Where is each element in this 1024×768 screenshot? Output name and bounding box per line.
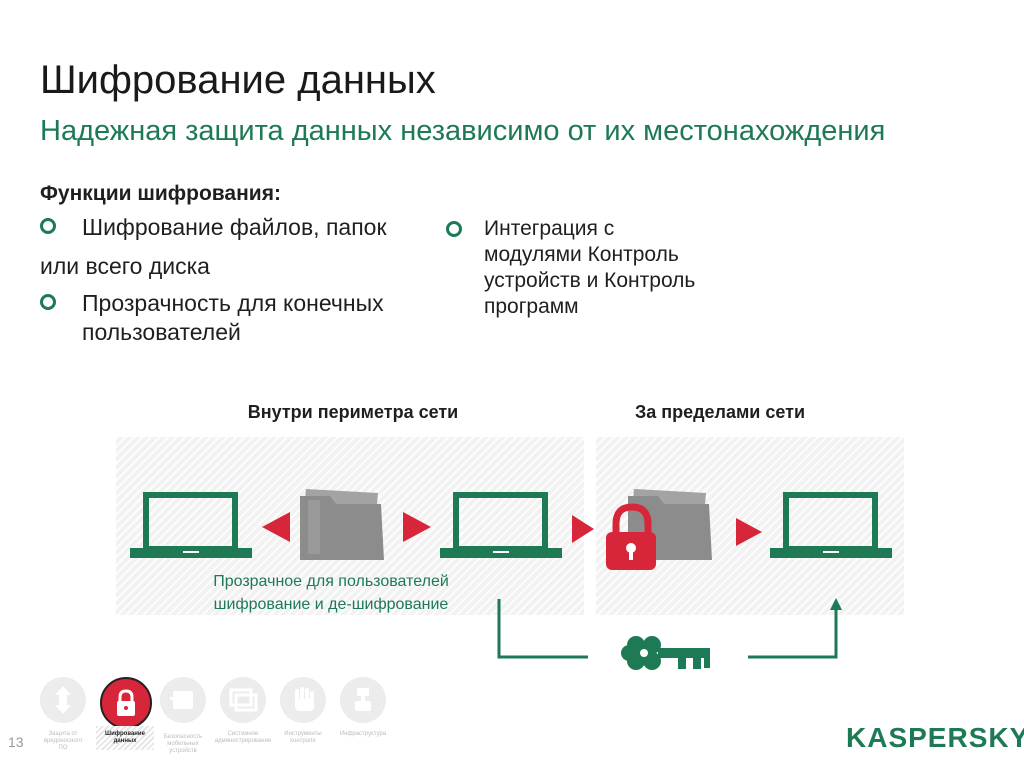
arrow-right-icon: [736, 518, 762, 546]
bullet-ring-icon: [40, 218, 56, 234]
nav-label-line: Инструменты: [284, 731, 322, 737]
page-subtitle: Надежная защита данных независимо от их …: [40, 115, 886, 147]
nav-antimalware-button[interactable]: [40, 677, 86, 723]
logo-text: KASPERSKY: [846, 722, 1024, 753]
page-title: Шифрование данных: [40, 58, 436, 102]
nav-label-line: устройств: [169, 748, 197, 754]
nav-encryption-button[interactable]: [100, 677, 152, 729]
feature-item-2-line1: Прозрачность для конечных: [82, 290, 384, 316]
mobile-icon: [170, 691, 193, 709]
nav-label-line: ПО: [58, 745, 68, 751]
nav-label-line: Защита от вредоносного: [43, 731, 83, 744]
page-number: 13: [8, 734, 24, 750]
nav-control-label: Инструменты контроля: [273, 731, 333, 745]
nav-infrastructure-label: Инфраструктура: [333, 731, 393, 738]
laptop-icon: [770, 492, 892, 558]
features-heading: Функции шифрования:: [40, 182, 281, 205]
nav-control-button[interactable]: [280, 677, 326, 723]
feature-item-1-line1: Шифрование файлов, папок: [82, 214, 387, 240]
inside-perimeter-label: Внутри периметра сети: [247, 402, 459, 422]
feature-item-3: Интеграция с модулями Контроль устройств…: [484, 216, 695, 320]
folder-icon: [300, 489, 384, 560]
nav-mobile-label: Безопасность мобильных устройств: [153, 734, 213, 755]
padlock-icon: [606, 503, 656, 570]
arrow-right-icon: [572, 515, 594, 543]
hand-icon: [295, 687, 314, 711]
nav-sysadmin-button[interactable]: [220, 677, 266, 723]
connector-line: [748, 607, 838, 659]
lock-icon: [117, 689, 135, 716]
nav-sysadmin-label: Системное администрирование: [213, 731, 273, 745]
arrow-up-icon: [830, 598, 842, 610]
nav-antimalware-label: Защита от вредоносного ПО: [33, 731, 93, 752]
feature-item-3-line: устройств и Контроль: [484, 269, 696, 292]
nav-active-marker: [96, 726, 154, 750]
kaspersky-logo: KASPERSKY lab: [846, 722, 1024, 756]
nav-label-line: администрирование: [214, 738, 272, 744]
nav-label-line: Шифрование: [105, 731, 145, 737]
laptop-icon: [130, 492, 252, 558]
caption-line: шифрование и де-шифрование: [213, 596, 449, 613]
encryption-caption: Прозрачное для пользователей шифрование …: [186, 570, 476, 616]
nav-label-line: Инфраструктура: [339, 731, 387, 737]
nav-label-line: Системное: [227, 731, 259, 737]
feature-item-3-line: программ: [484, 295, 579, 318]
key-icon: [621, 636, 710, 670]
nav-label-line: мобильных: [167, 741, 199, 747]
nav-label-line: Безопасность: [163, 734, 203, 740]
nav-label-line: данных: [113, 738, 137, 744]
bullet-ring-icon: [446, 221, 462, 237]
nav-label-line: контроля: [290, 738, 316, 744]
laptop-icon: [440, 492, 562, 558]
bullet-ring-icon: [40, 294, 56, 310]
nav-encryption-label: Шифрование данных: [95, 731, 155, 745]
shield-arrows-icon: [55, 686, 71, 714]
feature-item-1-line2: или всего диска: [40, 253, 210, 279]
feature-item-3-line: Интеграция с: [484, 217, 615, 240]
outside-network-label: За пределами сети: [634, 402, 806, 422]
windows-icon: [229, 688, 258, 712]
arrow-right-icon: [403, 512, 431, 542]
nav-mobile-button[interactable]: [160, 677, 206, 723]
nav-infrastructure-button[interactable]: [340, 677, 386, 723]
feature-item-2-line2: пользователей: [82, 319, 241, 345]
arrow-left-icon: [262, 512, 290, 542]
server-icon: [355, 688, 371, 711]
connector-line: [497, 599, 588, 659]
caption-line: Прозрачное для пользователей: [213, 573, 449, 590]
feature-item-3-line: модулями Контроль: [484, 243, 679, 266]
